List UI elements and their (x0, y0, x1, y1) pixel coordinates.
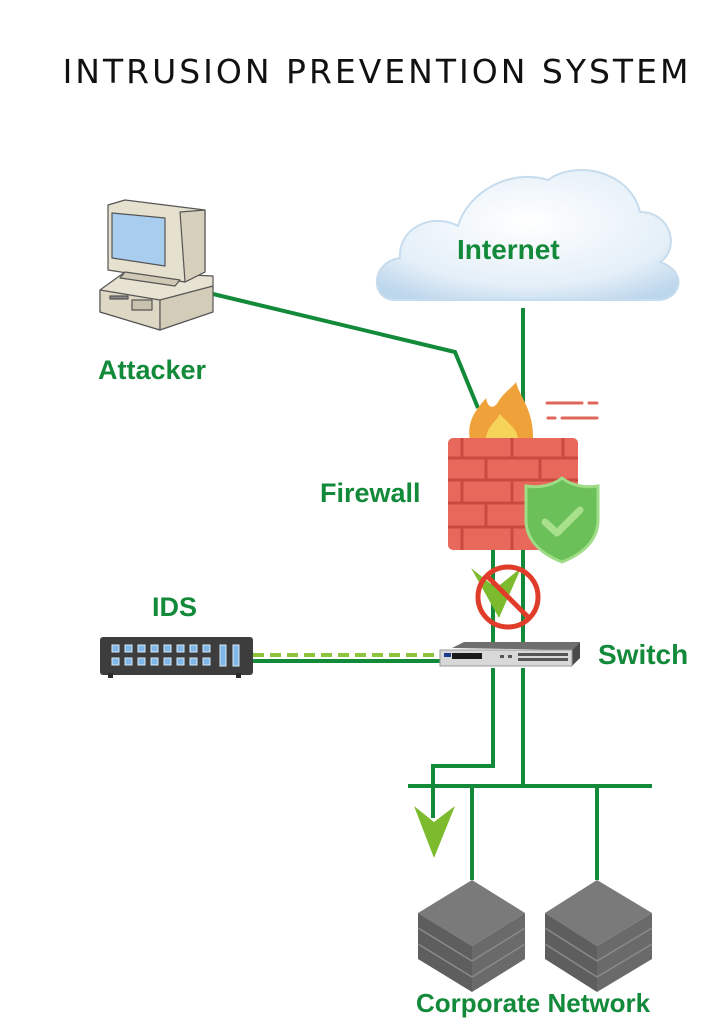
corporate-network-label: Corporate Network (416, 988, 651, 1018)
link-switch-flow-path (431, 668, 495, 818)
internet-label: Internet (457, 234, 560, 265)
motion-lines-icon (545, 401, 599, 420)
network-appliance-icon (100, 637, 253, 678)
firewall-label: Firewall (320, 478, 421, 508)
shield-check-icon (524, 476, 600, 564)
connections (212, 292, 652, 880)
server-stack-icon (417, 880, 653, 992)
prohibited-icon (475, 564, 541, 630)
cloud-icon (375, 169, 680, 302)
attacker-label: Attacker (98, 355, 207, 385)
ids-label: IDS (152, 592, 198, 622)
fire-icon (469, 382, 534, 440)
arrow-down-icon (414, 806, 455, 858)
link-attacker-firewall (212, 292, 480, 409)
network-switch-icon (439, 642, 580, 667)
diagram-title: INTRUSION PREVENTION SYSTEM (62, 52, 692, 91)
desktop-computer-icon (99, 199, 214, 331)
switch-label: Switch (598, 639, 689, 670)
